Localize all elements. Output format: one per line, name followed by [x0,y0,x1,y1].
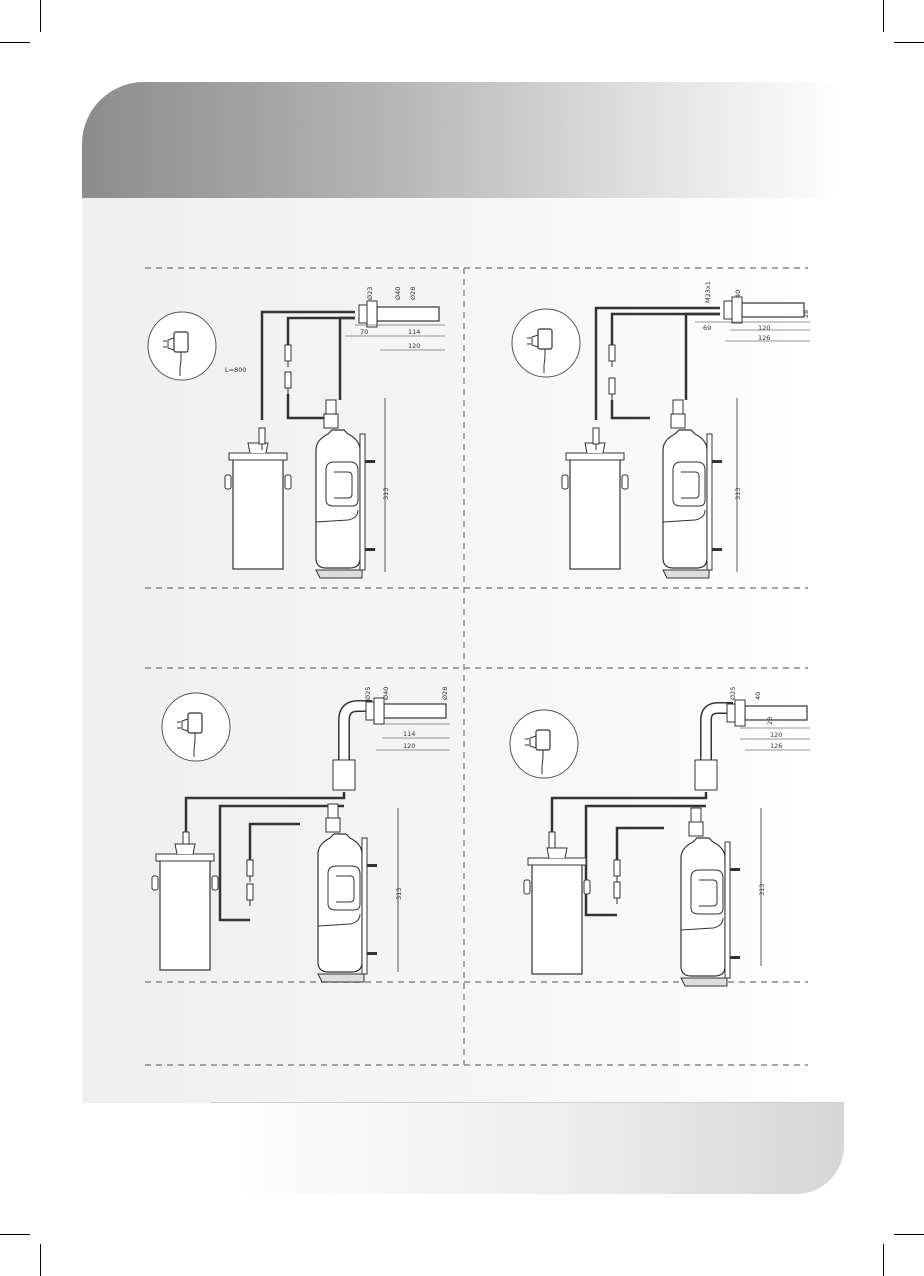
svg-text:40: 40 [734,290,742,298]
svg-text:120: 120 [758,324,770,332]
svg-text:Ø40: Ø40 [394,287,402,300]
soap-bottle [316,400,375,578]
svg-text:M23x1: M23x1 [704,281,712,303]
cable-length-label: L=800 [225,366,246,374]
svg-text:313: 313 [734,488,742,500]
svg-text:Ø40: Ø40 [382,687,390,700]
power-adapter-icon [512,309,580,377]
svg-text:313: 313 [758,884,766,896]
svg-text:Ø23: Ø23 [366,287,374,300]
soap-bottle [663,400,722,578]
svg-text:28: 28 [802,310,810,318]
spout [366,698,446,724]
soap-bottle [318,804,377,982]
svg-text:313: 313 [395,888,403,900]
height-label: 313 [382,488,390,500]
spout [359,301,439,327]
svg-text:28: 28 [766,717,774,725]
transformer-box [524,848,590,974]
svg-text:70: 70 [360,328,368,336]
svg-text:114: 114 [403,730,415,738]
svg-text:120: 120 [770,731,782,739]
svg-text:Ø25: Ø25 [364,687,372,700]
diagram-bottom-right: Ø25 40 28 120 126 313 [510,687,810,986]
svg-text:69: 69 [703,324,711,332]
power-adapter-icon [510,710,578,778]
diagram-bottom-left: Ø25 Ø40 Ø28 114 120 313 [152,687,450,982]
diagram-top-right: M23x1 40 28 69 120 126 313 [512,281,810,578]
svg-text:Ø28: Ø28 [441,687,449,700]
svg-text:126: 126 [770,742,782,750]
svg-text:120: 120 [403,742,415,750]
transformer-box [562,443,628,569]
power-adapter-icon [148,312,216,380]
svg-text:126: 126 [758,334,770,342]
soap-bottle [681,808,740,986]
svg-text:114: 114 [408,328,420,336]
transformer-box [152,844,218,970]
diagram-top-left: L=800 313 Ø23 Ø40 Ø28 70 114 120 [148,287,445,578]
svg-text:120: 120 [408,342,420,350]
spout [724,297,804,323]
power-adapter-icon [162,693,230,761]
svg-text:40: 40 [754,692,762,700]
svg-text:Ø25: Ø25 [729,687,737,700]
transformer-box [225,443,291,569]
svg-text:Ø28: Ø28 [409,287,417,300]
